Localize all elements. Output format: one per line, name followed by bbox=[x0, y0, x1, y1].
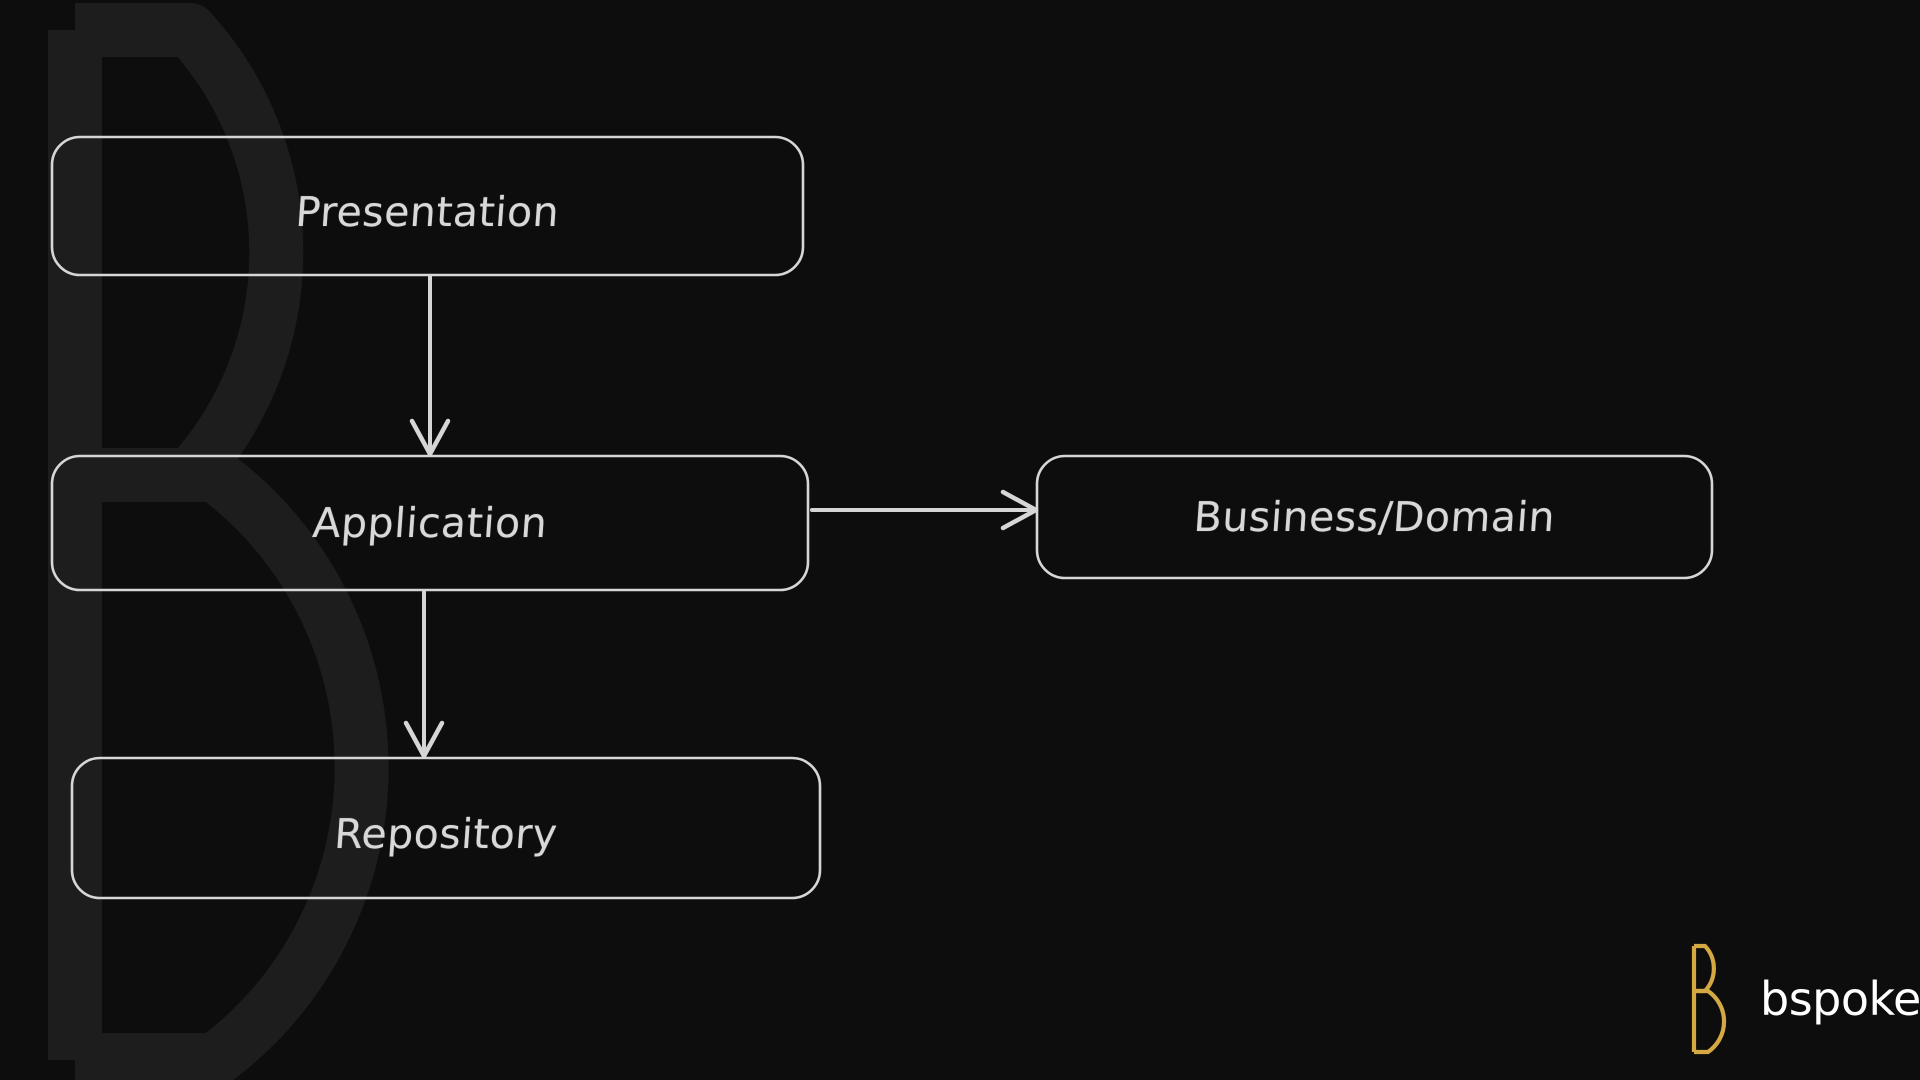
arrow-application-to-repository bbox=[403, 590, 445, 759]
brand-name-text: bspoke bbox=[1760, 972, 1920, 1026]
arrow-application-to-business-domain bbox=[810, 489, 1039, 531]
brand-logo: bspoke bbox=[1688, 940, 1920, 1058]
node-label-presentation: Presentation bbox=[294, 188, 561, 236]
bspoke-b-mark-icon bbox=[1691, 943, 1727, 1055]
node-box-business-domain[interactable] bbox=[1035, 454, 1714, 580]
node-label-application: Application bbox=[311, 499, 549, 547]
node-label-business-domain: Business/Domain bbox=[1192, 493, 1557, 541]
node-label-repository: Repository bbox=[332, 810, 560, 858]
arrow-presentation-to-application bbox=[409, 275, 451, 457]
